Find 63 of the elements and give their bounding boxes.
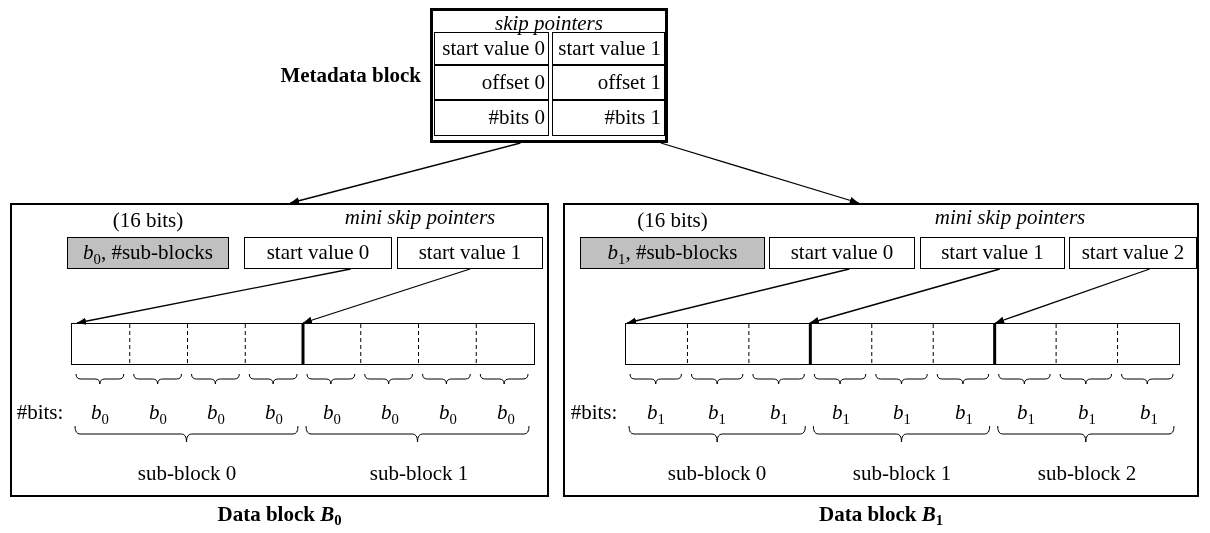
table-cell [434, 65, 549, 100]
arrow [289, 142, 522, 205]
bit-width-label: b$_{0}$ [323, 401, 341, 425]
arrow [994, 268, 1151, 324]
size-note: (16 bits) [112, 208, 184, 232]
bit-width-label: b$_{1}$ [1078, 401, 1096, 425]
table-cell [434, 100, 549, 136]
bit-width-label: b$_{0}$ [439, 401, 457, 425]
block-title: Data block B$_{0}$ [217, 503, 342, 527]
row-label: #bits: [570, 401, 618, 425]
group-label: sub-block 0 [137, 462, 237, 486]
field-label: start value 0 [442, 36, 545, 61]
field-label: start value 0 [266, 241, 370, 265]
arrow [76, 268, 352, 325]
arrow [302, 268, 471, 324]
group-label: sub-block 1 [852, 462, 952, 486]
field-label: offset 1 [597, 70, 661, 95]
bit-array [71, 323, 535, 365]
pointer-field [1069, 237, 1197, 269]
field-label: start value 1 [418, 241, 522, 265]
bit-width-label: b$_{1}$ [955, 401, 973, 425]
block-title: Data block B$_{1}$ [819, 503, 943, 527]
field-label: #bits 0 [488, 106, 545, 130]
bit-width-label: b$_{0}$ [265, 401, 283, 425]
group-label: sub-block 0 [667, 462, 767, 486]
bit-width-label: b$_{1}$ [1140, 401, 1158, 425]
arrow [809, 268, 1001, 324]
bit-width-label: b$_{0}$ [381, 401, 399, 425]
bit-width-label: b$_{1}$ [708, 401, 726, 425]
bit-width-label: b$_{0}$ [91, 401, 109, 425]
bit-width-label: b$_{0}$ [207, 401, 225, 425]
table-cell [552, 100, 665, 136]
block-title: Metadata block [280, 63, 421, 88]
bit-width-label: b$_{1}$ [832, 401, 850, 425]
bit-width-label: b$_{1}$ [647, 401, 665, 425]
field-label: start value 0 [790, 241, 894, 265]
table-heading: skip pointers [495, 12, 603, 36]
pointer-field [397, 237, 543, 269]
field-label: b$_{0}$, #sub-blocks [83, 241, 213, 265]
pointer-field [920, 237, 1065, 269]
field-label: #bits 1 [604, 106, 661, 130]
pointer-field [769, 237, 915, 269]
bit-width-label: b$_{1}$ [1017, 401, 1035, 425]
field-label: b$_{1}$, #sub-blocks [607, 241, 738, 265]
bit-array [625, 323, 1180, 365]
group-heading: mini skip pointers [344, 206, 496, 230]
group-label: sub-block 1 [369, 462, 469, 486]
size-note: (16 bits) [637, 208, 708, 232]
bit-width-label: b$_{0}$ [497, 401, 515, 425]
field-label: offset 0 [481, 70, 545, 95]
group-heading: mini skip pointers [934, 206, 1086, 230]
table-cell [552, 65, 665, 100]
group-label: sub-block 2 [1037, 462, 1137, 486]
field-label: start value 2 [1081, 241, 1185, 265]
bit-width-label: b$_{1}$ [893, 401, 911, 425]
pointer-field [244, 237, 392, 269]
arrow [626, 268, 850, 325]
bit-width-label: b$_{1}$ [770, 401, 788, 425]
field-label: start value 1 [941, 241, 1044, 265]
row-label: #bits: [16, 401, 64, 425]
arrow [660, 142, 860, 204]
bit-width-label: b$_{0}$ [149, 401, 167, 425]
field-label: start value 1 [558, 36, 661, 61]
